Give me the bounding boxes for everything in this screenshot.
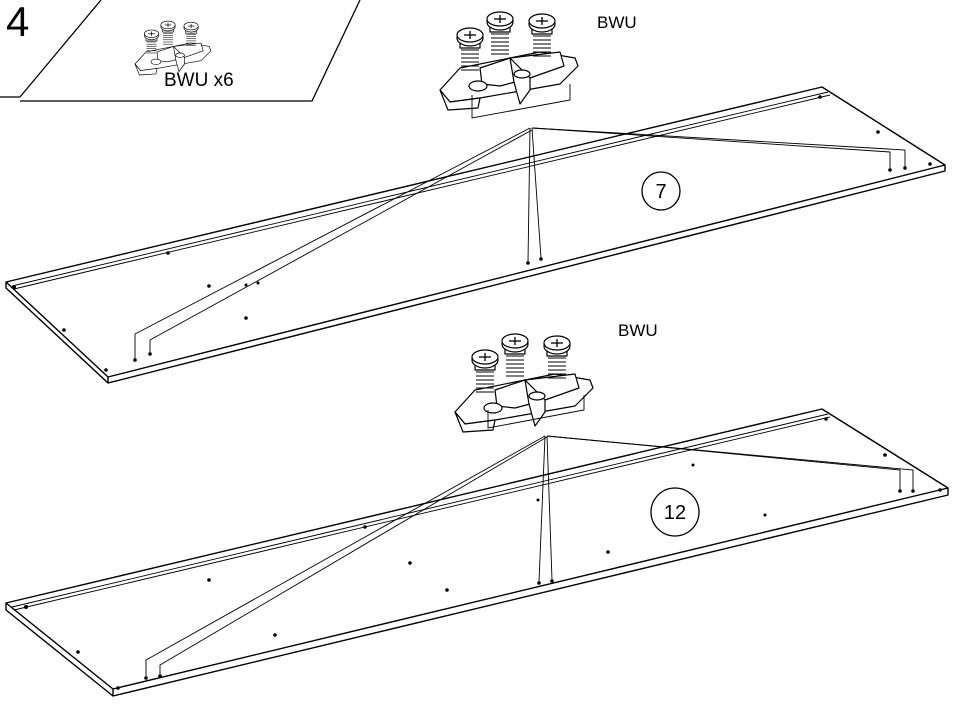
bwu-fitting-thumbnail (135, 21, 211, 75)
leader-bracket (471, 84, 571, 119)
step-header: 4 BWU x6 (0, 0, 361, 102)
parts-quantity-label: BWU x6 (164, 70, 234, 91)
board-panel-12 (5, 408, 949, 697)
insertion-points (144, 489, 915, 680)
panel-assembly-2: BWU 12 (5, 321, 949, 697)
leader-bracket (487, 395, 585, 429)
board-panel-7 (5, 86, 946, 384)
panel-number: 12 (664, 502, 686, 524)
board-edge-groove (11, 413, 829, 608)
leader-lines (145, 435, 914, 678)
step-divider (19, 0, 102, 98)
board-edge-groove (13, 416, 831, 611)
bwu-fitting (440, 12, 578, 110)
leader-lines (134, 127, 906, 360)
panel-number-circle (650, 487, 700, 537)
step-number: 4 (6, 0, 29, 45)
drill-holes (12, 95, 932, 372)
bwu-callout-label: BWU (618, 321, 658, 340)
insertion-points (133, 166, 907, 362)
bwu-callout-label: BWU (597, 13, 637, 32)
drill-holes (24, 417, 942, 690)
panel-number-circle (641, 171, 681, 211)
panel-assembly-1: BWU 7 (5, 12, 946, 384)
parts-box-outline (20, 0, 361, 102)
panel-number: 7 (655, 181, 666, 203)
bwu-fitting (455, 334, 593, 432)
board-edge-groove (11, 91, 829, 287)
board-edge-groove (13, 94, 831, 290)
